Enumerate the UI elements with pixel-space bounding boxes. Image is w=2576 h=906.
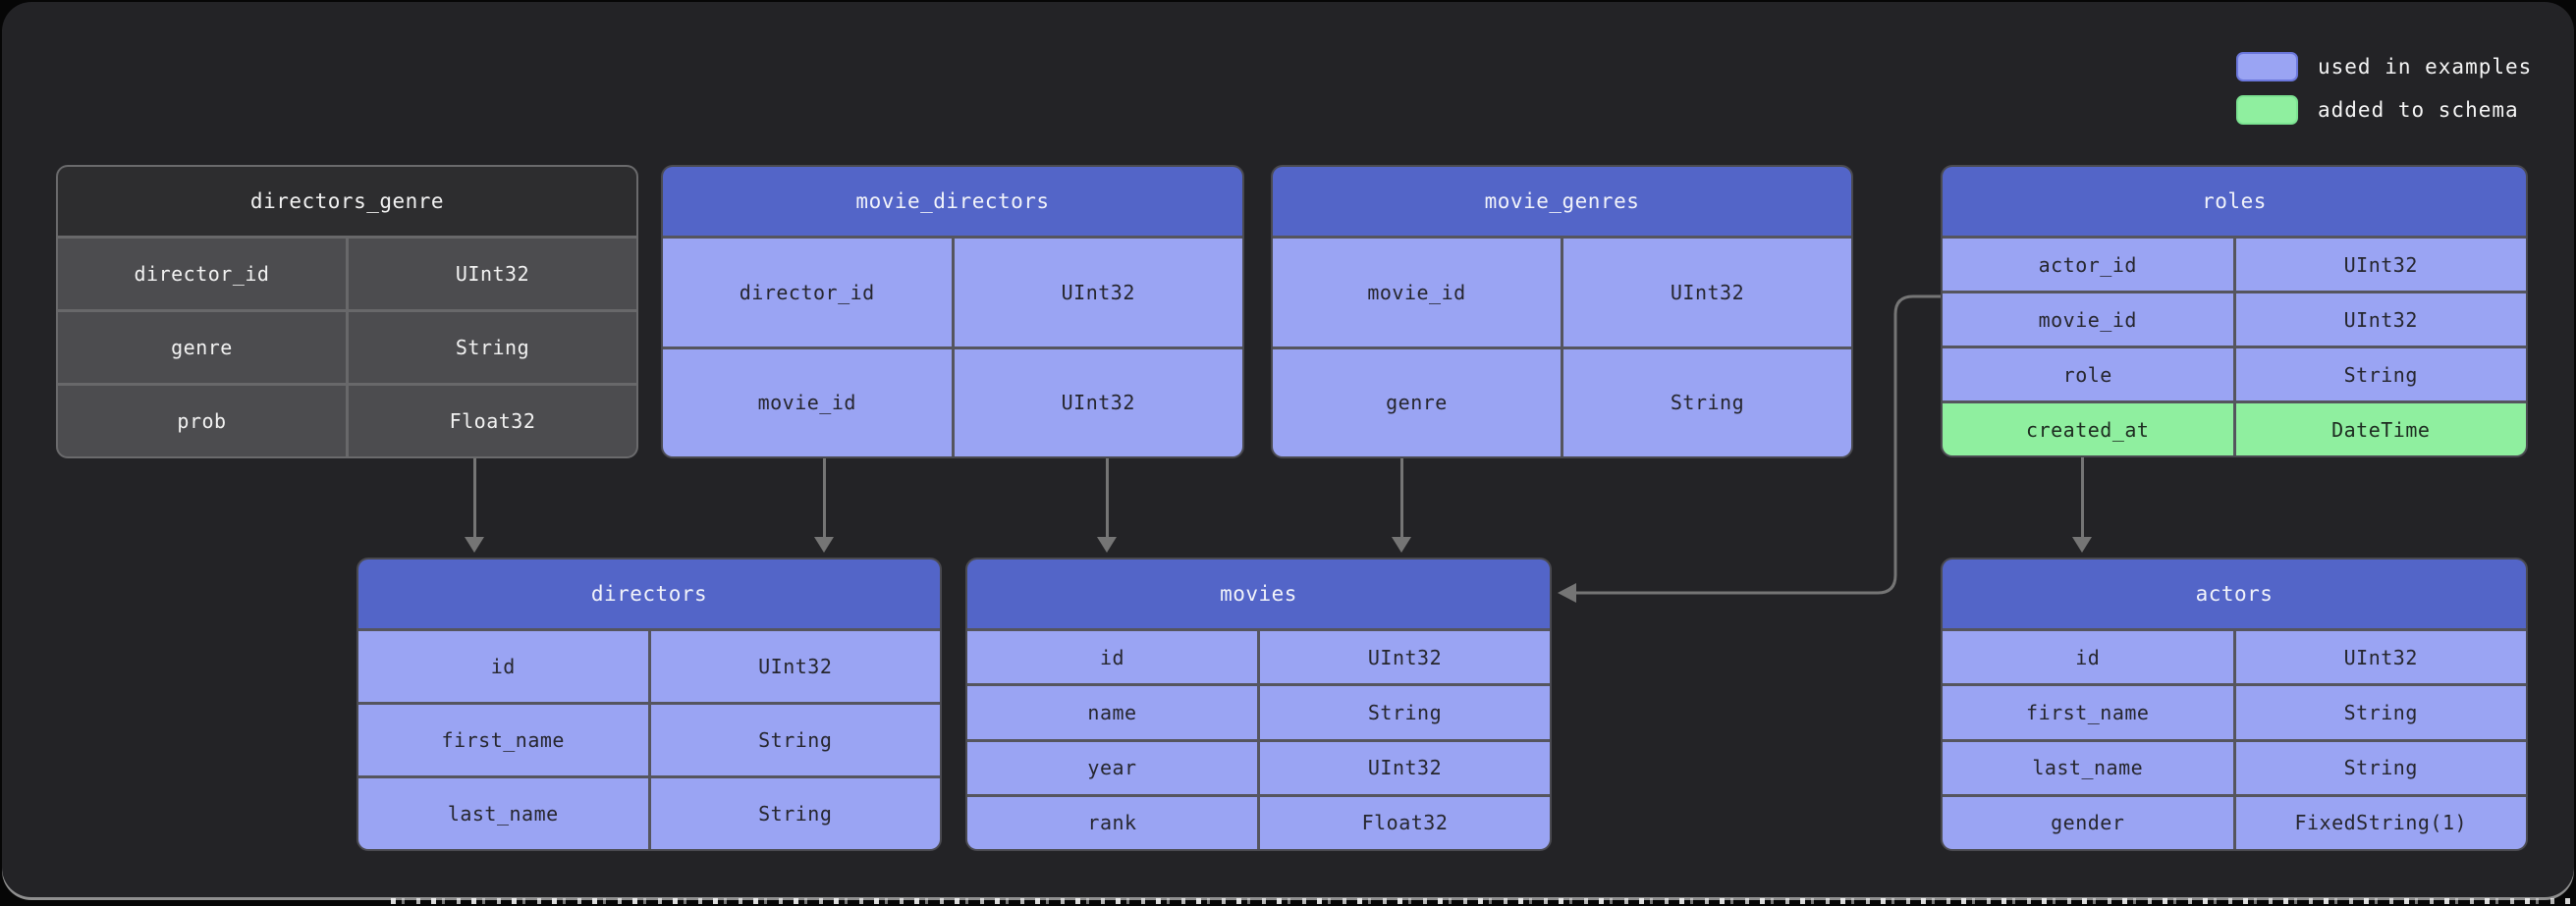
type-cell: String bbox=[1260, 686, 1550, 739]
arrow-directors_genre-directors bbox=[473, 458, 476, 537]
legend-swatch-used-in-examples bbox=[2236, 52, 2298, 81]
type-cell: UInt32 bbox=[2235, 293, 2526, 346]
table-roles: roles actor_id UInt32 movie_id UInt32 ro… bbox=[1941, 165, 2528, 457]
field-cell: id bbox=[358, 631, 648, 702]
field-cell: last_name bbox=[1943, 741, 2233, 794]
page-edge-artifact bbox=[391, 898, 2576, 904]
table-title: movie_directors bbox=[663, 167, 1242, 236]
arrowhead-down-icon bbox=[465, 537, 484, 553]
type-cell: UInt32 bbox=[650, 631, 940, 702]
type-cell: String bbox=[2235, 686, 2526, 739]
type-cell: Float32 bbox=[349, 386, 636, 456]
type-cell: UInt32 bbox=[1260, 631, 1550, 684]
field-cell: prob bbox=[58, 386, 346, 456]
legend-swatch-added-to-schema bbox=[2236, 95, 2298, 125]
legend: used in examples added to schema bbox=[2236, 52, 2532, 125]
arrow-movie_directors-movies bbox=[1106, 458, 1109, 537]
field-cell: movie_id bbox=[1943, 293, 2233, 346]
field-cell: id bbox=[967, 631, 1257, 684]
table-title: directors_genre bbox=[58, 167, 636, 236]
arrow-movie_directors-directors bbox=[823, 458, 826, 537]
table-actors: actors id UInt32 first_name String last_… bbox=[1941, 558, 2528, 851]
type-cell-added: DateTime bbox=[2235, 403, 2526, 455]
field-cell: genre bbox=[1273, 348, 1561, 456]
arrowhead-down-icon bbox=[1392, 537, 1411, 553]
field-cell: first_name bbox=[358, 705, 648, 775]
arrow-roles-actors bbox=[2081, 457, 2084, 537]
field-cell: first_name bbox=[1943, 686, 2233, 739]
type-cell: UInt32 bbox=[954, 239, 1242, 346]
type-cell: FixedString(1) bbox=[2235, 796, 2526, 849]
arrowhead-down-icon bbox=[2072, 537, 2092, 553]
field-cell-added: created_at bbox=[1943, 403, 2233, 455]
type-cell: UInt32 bbox=[2235, 239, 2526, 291]
field-cell: last_name bbox=[358, 778, 648, 849]
type-cell: String bbox=[2235, 348, 2526, 400]
arrowhead-down-icon bbox=[1097, 537, 1117, 553]
type-cell: UInt32 bbox=[1260, 741, 1550, 794]
field-cell: year bbox=[967, 741, 1257, 794]
arrowhead-down-icon bbox=[814, 537, 834, 553]
table-directors: directors id UInt32 first_name String la… bbox=[356, 558, 942, 851]
field-cell: id bbox=[1943, 631, 2233, 684]
table-movies: movies id UInt32 name String year UInt32… bbox=[965, 558, 1552, 851]
legend-label: used in examples bbox=[2318, 55, 2533, 79]
type-cell: String bbox=[349, 312, 636, 383]
arrow-movie_genres-movies bbox=[1400, 458, 1403, 537]
field-cell: role bbox=[1943, 348, 2233, 400]
table-title: actors bbox=[1943, 560, 2526, 628]
legend-item: added to schema bbox=[2236, 95, 2532, 125]
field-cell: name bbox=[967, 686, 1257, 739]
field-cell: director_id bbox=[58, 239, 346, 309]
type-cell: Float32 bbox=[1260, 796, 1550, 849]
table-movie-directors: movie_directors director_id UInt32 movie… bbox=[661, 165, 1244, 458]
type-cell: UInt32 bbox=[1563, 239, 1851, 346]
field-cell: director_id bbox=[663, 239, 952, 346]
type-cell: String bbox=[650, 778, 940, 849]
legend-label: added to schema bbox=[2318, 98, 2519, 122]
type-cell: String bbox=[1563, 348, 1851, 456]
type-cell: UInt32 bbox=[2235, 631, 2526, 684]
field-cell: actor_id bbox=[1943, 239, 2233, 291]
field-cell: movie_id bbox=[663, 348, 952, 456]
table-title: directors bbox=[358, 560, 940, 628]
table-movie-genres: movie_genres movie_id UInt32 genre Strin… bbox=[1271, 165, 1853, 458]
field-cell: movie_id bbox=[1273, 239, 1561, 346]
table-title: movie_genres bbox=[1273, 167, 1851, 236]
arrowhead-left-icon bbox=[1558, 583, 1576, 603]
legend-item: used in examples bbox=[2236, 52, 2532, 81]
field-cell: gender bbox=[1943, 796, 2233, 849]
field-cell: genre bbox=[58, 312, 346, 383]
field-cell: rank bbox=[967, 796, 1257, 849]
type-cell: UInt32 bbox=[349, 239, 636, 309]
table-title: roles bbox=[1943, 167, 2526, 236]
type-cell: String bbox=[2235, 741, 2526, 794]
type-cell: UInt32 bbox=[954, 348, 1242, 456]
table-directors-genre: directors_genre director_id UInt32 genre… bbox=[56, 165, 638, 458]
type-cell: String bbox=[650, 705, 940, 775]
table-title: movies bbox=[967, 560, 1550, 628]
